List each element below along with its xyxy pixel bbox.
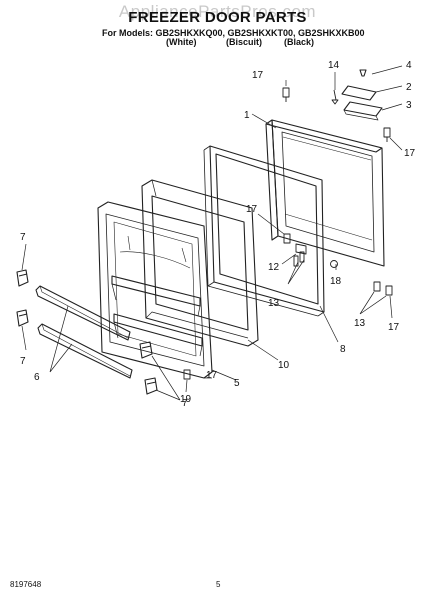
callout-12: 12 <box>268 262 280 273</box>
page-number: 5 <box>216 580 221 589</box>
callout-4: 4 <box>406 60 412 71</box>
callout-7-middle: 7 <box>20 356 26 367</box>
color-label-black: (Black) <box>284 37 315 47</box>
callout-17-right: 17 <box>404 148 416 159</box>
screws <box>183 87 393 380</box>
callout-10: 10 <box>278 360 290 371</box>
callout-8: 8 <box>340 344 346 355</box>
watermark: AppliancePartsPros.com <box>118 2 317 21</box>
callout-7-top: 7 <box>20 232 26 243</box>
callout-14: 14 <box>328 60 340 71</box>
callout-labels: 1 2 3 4 5 6 7 7 7 8 10 12 13 13 14 17 17… <box>20 60 416 409</box>
callout-18: 18 <box>330 276 342 287</box>
outer-door-panel <box>265 119 385 267</box>
callout-13-left: 13 <box>268 298 280 309</box>
callout-17-liner: 17 <box>206 370 218 381</box>
shelf-end-clips <box>16 269 158 395</box>
doc-number: 8197648 <box>10 580 42 589</box>
handle-trim-parts <box>341 69 383 121</box>
inner-door-liner <box>97 201 213 379</box>
callout-17-bottom: 17 <box>388 322 400 333</box>
shelf-trim-upper <box>35 285 131 341</box>
callout-6: 6 <box>34 372 40 383</box>
callout-2: 2 <box>406 82 412 93</box>
callout-13-right: 13 <box>354 318 366 329</box>
callout-5: 5 <box>234 378 240 389</box>
model-list: For Models: GB2SHKXKQ00, GB2SHKXKT00, GB… <box>102 28 365 38</box>
callout-19: 19 <box>180 394 192 405</box>
color-label-biscuit: (Biscuit) <box>226 37 262 47</box>
callout-17-middle: 17 <box>246 204 258 215</box>
callout-7-bottom: 7 <box>182 398 188 409</box>
leader-lines <box>21 65 403 401</box>
callout-17-top: 17 <box>252 70 264 81</box>
callout-1: 1 <box>244 110 250 121</box>
page-title: FREEZER DOOR PARTS <box>128 9 307 26</box>
door-gasket-frame <box>203 145 325 317</box>
door-liner-frame <box>141 179 259 347</box>
callout-3: 3 <box>406 100 412 111</box>
color-label-white: (White) <box>166 37 197 47</box>
shelf-trim-lower <box>37 323 133 379</box>
